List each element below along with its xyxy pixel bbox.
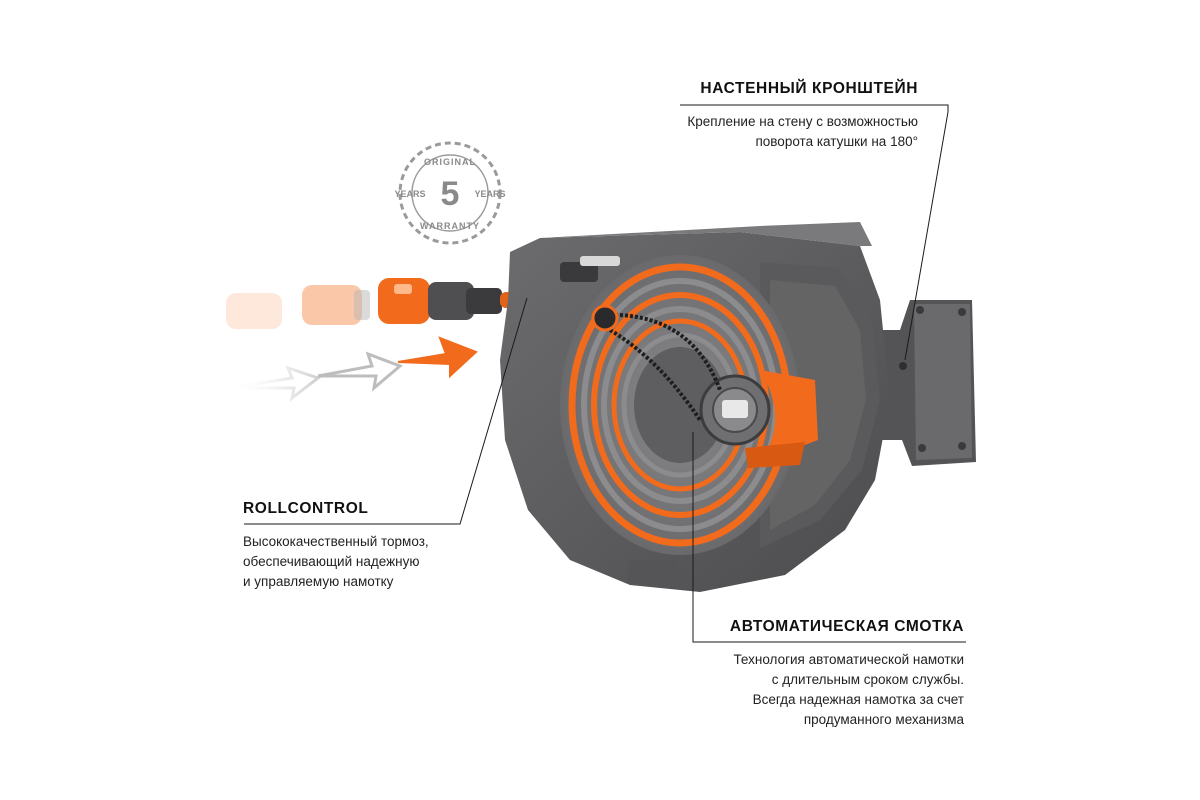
seal-left-text: YEARS	[394, 189, 425, 199]
callout-auto-rewind-title: АВТОМАТИЧЕСКАЯ СМОТКА	[729, 618, 964, 635]
callout-line: Высококачественный тормоз,	[243, 534, 429, 549]
callout-line: продуманного механизма	[803, 712, 964, 727]
callout-wall-bracket: НАСТЕННЫЙ КРОНШТЕЙН Крепление на стену с…	[598, 80, 918, 152]
hub-mechanism	[560, 256, 818, 468]
seal-bottom-text: WARRANTY	[420, 221, 480, 231]
connector-ghost-2	[302, 285, 362, 325]
callout-rollcontrol: ROLLCONTROL Высококачественный тормоз, о…	[243, 500, 503, 592]
callout-line: и управляемую намотку	[243, 574, 394, 589]
seal-right-text: YEARS	[474, 189, 505, 199]
callout-wall-bracket-text: Крепление на стену с возможностью поворо…	[598, 112, 918, 152]
callout-line: обеспечивающий надежную	[243, 554, 420, 569]
drive-belt	[599, 312, 722, 391]
callout-line: с длительным сроком службы.	[771, 672, 964, 687]
housing-top	[540, 222, 872, 246]
callout-rollcontrol-title: ROLLCONTROL	[243, 500, 369, 517]
callout-auto-rewind: АВТОМАТИЧЕСКАЯ СМОТКА Технология автомат…	[624, 618, 964, 730]
connector-ghost-1	[226, 293, 282, 329]
seal-number: 5	[441, 175, 460, 213]
leader-rollcontrol	[244, 297, 528, 525]
warranty-seal: ORIGINAL WARRANTY YEARS YEARS 5	[394, 141, 506, 245]
callout-rollcontrol-text: Высококачественный тормоз, обеспечивающи…	[243, 532, 503, 592]
wall-bracket	[880, 300, 976, 466]
connectors	[226, 278, 560, 329]
leader-bracket	[680, 104, 949, 361]
leader-auto	[692, 432, 966, 643]
callout-auto-rewind-text: Технология автоматической намотки с длит…	[624, 650, 964, 730]
callout-line: Крепление на стену с возможностью	[687, 114, 918, 129]
housing-foot	[628, 560, 678, 584]
connector-grey	[428, 282, 474, 320]
leader-lines	[244, 104, 966, 643]
arrow-faded-1	[229, 365, 322, 402]
hose-coil	[560, 255, 800, 555]
connector-orange	[378, 278, 430, 324]
callout-line: Всегда надежная намотка за счет	[752, 692, 964, 707]
brake-pulley	[591, 304, 619, 332]
callout-line: Технология автоматической намотки	[733, 652, 964, 667]
arrow-orange	[397, 336, 478, 379]
callout-line: поворота катушки на 180°	[755, 134, 918, 149]
seal-top-text: ORIGINAL	[424, 157, 476, 167]
callout-wall-bracket-title: НАСТЕННЫЙ КРОНШТЕЙН	[700, 80, 918, 97]
motion-arrows	[229, 336, 478, 402]
orange-hub-cap	[760, 370, 818, 462]
arrow-faded-2	[317, 351, 403, 392]
